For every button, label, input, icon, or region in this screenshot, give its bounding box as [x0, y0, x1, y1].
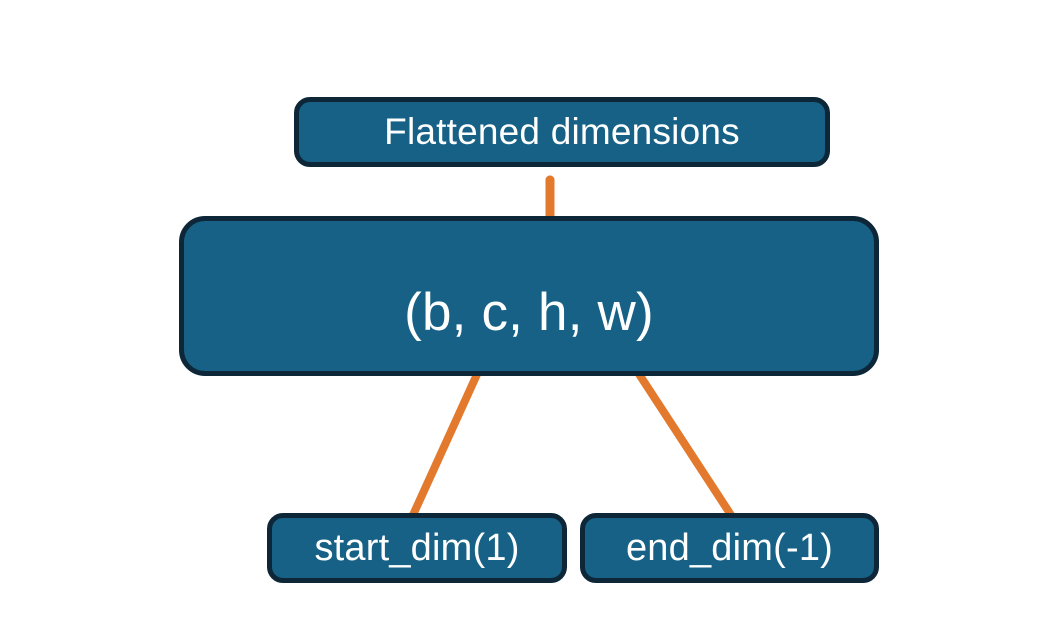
node-start-dim[interactable]: start_dim(1) — [267, 513, 567, 583]
node-tensor-shape[interactable]: (b, c, h, w) — [179, 216, 879, 376]
node-start-dim-label: start_dim(1) — [314, 526, 520, 569]
node-end-dim[interactable]: end_dim(-1) — [580, 513, 879, 583]
node-tensor-shape-label: (b, c, h, w) — [404, 282, 654, 342]
node-flattened-dimensions-label: Flattened dimensions — [384, 111, 740, 152]
node-flattened-dimensions[interactable]: Flattened dimensions — [294, 97, 830, 167]
node-end-dim-label: end_dim(-1) — [625, 526, 834, 569]
